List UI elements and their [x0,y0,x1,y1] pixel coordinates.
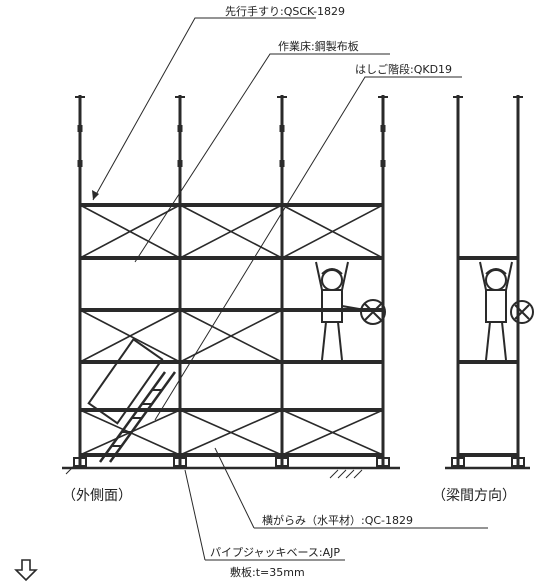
callout-guardrail: 先行手すり:QSCK-1829 [225,4,345,18]
worker-figure-end [479,261,534,361]
callout-platform: 作業床:鋼製布板 [278,39,359,53]
callout-ladder: はしご階段:QKD19 [355,62,452,76]
caption-end-view: （梁間方向） [432,488,516,504]
callout-brace: 横がらみ（水平材）:QC-1829 [262,513,413,527]
ledgers [80,203,383,457]
post-joints [77,125,386,167]
callout-base-plate: 敷板:t=35mm [230,565,305,579]
end-posts [456,95,520,468]
caption-side-view: （外側面） [62,488,132,504]
end-elevation [445,95,530,470]
cross-braces-middle [79,309,283,363]
down-outline-arrow-icon [14,559,38,582]
vertical-posts [78,95,385,468]
cross-braces-upper [79,204,384,259]
jack-bases [73,457,390,467]
end-ledgers [458,256,518,457]
ground [62,465,400,479]
callout-leaders [92,17,488,561]
ladder [87,337,177,463]
end-jack-bases [451,457,525,467]
side-elevation [62,95,400,479]
worker-figure-side [315,261,386,361]
leader-arrowheads [92,190,99,200]
callout-jack-base: パイプジャッキベース:AJP [210,546,340,559]
